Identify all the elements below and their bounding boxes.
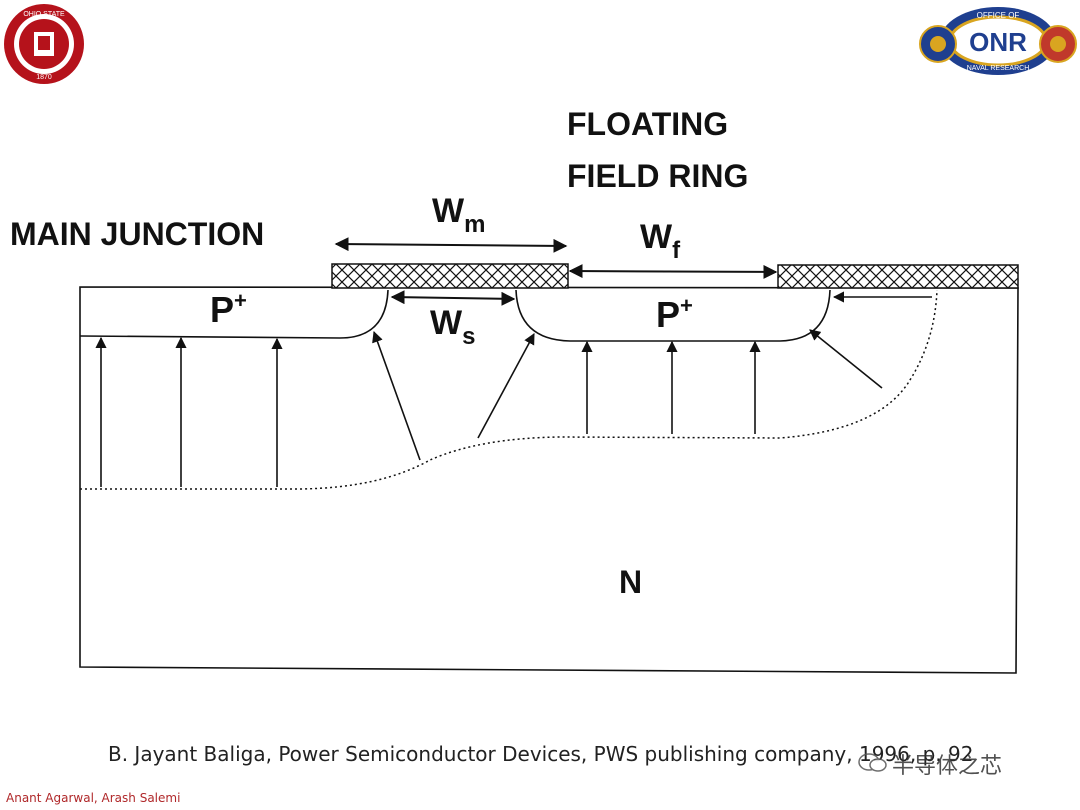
depletion-boundary [80,289,938,490]
ws-label-sub: s [462,323,475,350]
floating-label-line2: FIELD RING [567,158,748,194]
floating-field-ring-diagram: MAIN JUNCTION FLOATING FIELD RING Wm Wf … [10,106,1019,674]
n-region-label: N [619,564,642,600]
onr-top-text: OFFICE OF [977,11,1020,20]
citation: B. Jayant Baliga, Power Semiconductor De… [108,742,974,766]
p-plus-main-sup: + [234,288,247,313]
field-arrow [372,330,421,461]
main-junction-p-region [79,289,389,339]
svg-text:OHIO STATE: OHIO STATE [23,11,65,18]
p-plus-main-label: P+ [210,288,247,330]
wm-label-sub: m [464,211,485,238]
field-plate-ring [777,264,1019,289]
author-credit: Anant Agarwal, Arash Salemi [6,791,181,805]
n-substrate-outline [79,286,1019,674]
field-arrow [477,333,535,439]
field-arrow [809,329,883,389]
wm-label-main: W [432,192,465,230]
wf-label: Wf [640,218,681,264]
p-plus-ring-sup: + [680,293,693,318]
wf-label-main: W [640,218,673,256]
p-plus-ring-letter: P [656,294,680,335]
wm-dimension-arrow [334,237,568,253]
wm-label: Wm [432,192,485,238]
ohio-state-university-seal: OHIO STATE 1870 [4,4,84,84]
ws-label: Ws [430,304,475,350]
p-plus-ring-label: P+ [656,293,693,335]
main-junction-label: MAIN JUNCTION [10,216,264,252]
field-plate-main [331,263,569,289]
wechat-icon [858,753,887,772]
floating-label-line1: FLOATING [567,106,728,142]
wf-dimension-arrow [568,264,778,279]
wf-label-sub: f [672,237,681,264]
onr-bottom-text: NAVAL RESEARCH [967,65,1030,72]
p-plus-main-letter: P [210,289,234,330]
ws-dimension-arrow [390,290,516,306]
ws-label-main: W [430,304,463,342]
svg-text:1870: 1870 [36,74,52,81]
onr-center-text: ONR [969,27,1027,57]
watermark: 半导体之芯 [892,754,1003,779]
office-of-naval-research-logo: OFFICE OF ONR NAVAL RESEARCH [919,7,1077,75]
